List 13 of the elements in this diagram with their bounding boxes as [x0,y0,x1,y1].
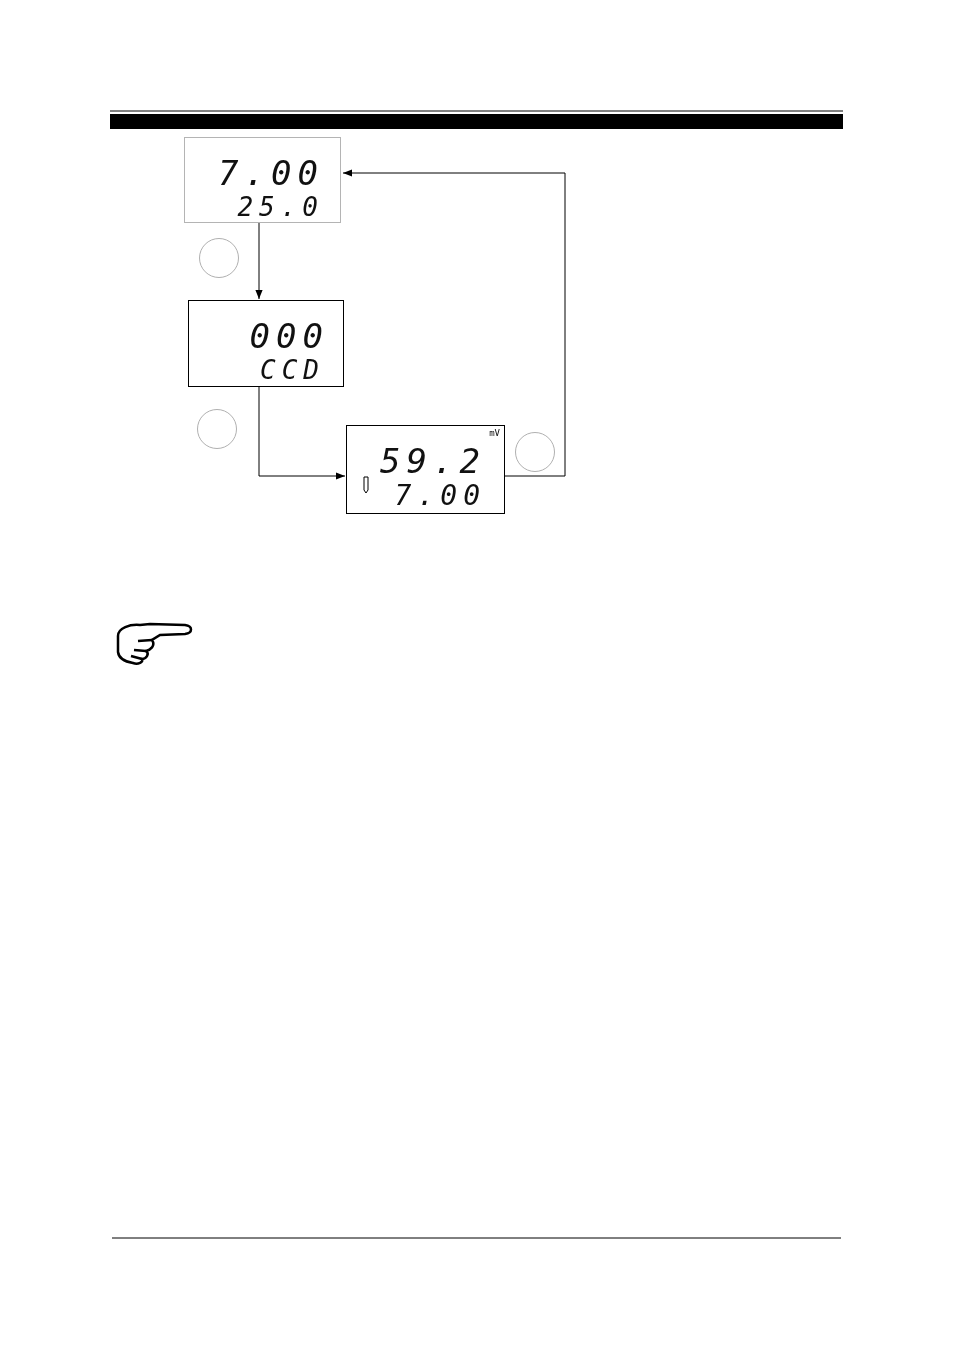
display-reading: 7.00 [394,482,486,510]
lcd-display [346,425,505,514]
arrow [342,169,566,477]
unit-label: mV [489,429,500,438]
display-reading: 25.0 [237,194,324,220]
display-reading: 7.00 [218,156,324,190]
display-reading: 000 [249,319,329,353]
display-reading: CCD [260,357,325,383]
arrow [255,222,263,300]
display-reading: 59.2 [380,444,486,478]
lcd-display [184,137,341,223]
lcd-display [188,300,344,387]
arrow [258,386,346,480]
